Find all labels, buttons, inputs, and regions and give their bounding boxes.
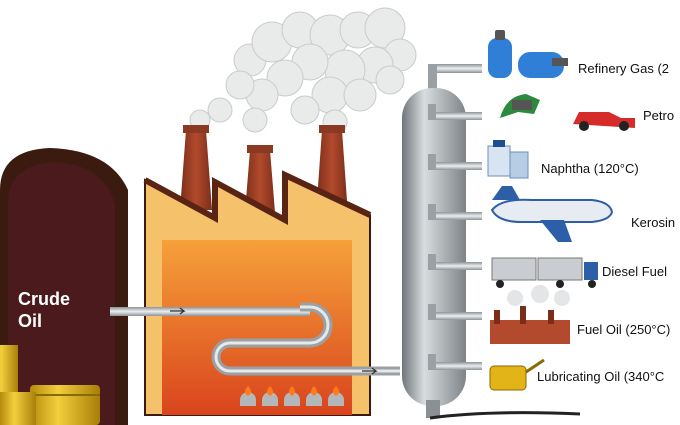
truck-icon [491, 257, 598, 288]
crude-oil-tank [0, 148, 128, 425]
gas-cylinder-icon [488, 30, 568, 78]
product-label-refinery-gas: Refinery Gas (2 [578, 61, 669, 76]
product-label-diesel: Diesel Fuel [602, 264, 667, 279]
burners [240, 386, 344, 406]
crude-oil-label-line2: Oil [18, 311, 43, 331]
outlet-pipes [428, 104, 482, 370]
factory-icon [490, 285, 570, 344]
fuel-nozzle-car-icon [500, 94, 635, 131]
oil-can-icon [489, 358, 545, 391]
chemical-bottles-icon [487, 140, 529, 179]
factory-building [143, 170, 372, 416]
product-label-lubricating-oil: Lubricating Oil (340°C [537, 369, 664, 384]
product-label-naphtha: Naphtha (120°C) [541, 161, 639, 176]
crude-oil-label: Crude Oil [18, 288, 108, 332]
product-label-fuel-oil: Fuel Oil (250°C) [577, 322, 670, 337]
barrels [0, 345, 100, 425]
product-label-kerosene: Kerosin [631, 215, 675, 230]
top-pipe [430, 64, 482, 73]
crude-oil-label-line1: Crude [18, 289, 71, 309]
chimneys [180, 125, 348, 225]
smoke-cloud [189, 7, 417, 135]
furnace [162, 240, 352, 415]
inlet-pipe [110, 302, 400, 376]
product-label-petrol: Petro [643, 108, 674, 123]
airplane-icon [490, 186, 614, 242]
